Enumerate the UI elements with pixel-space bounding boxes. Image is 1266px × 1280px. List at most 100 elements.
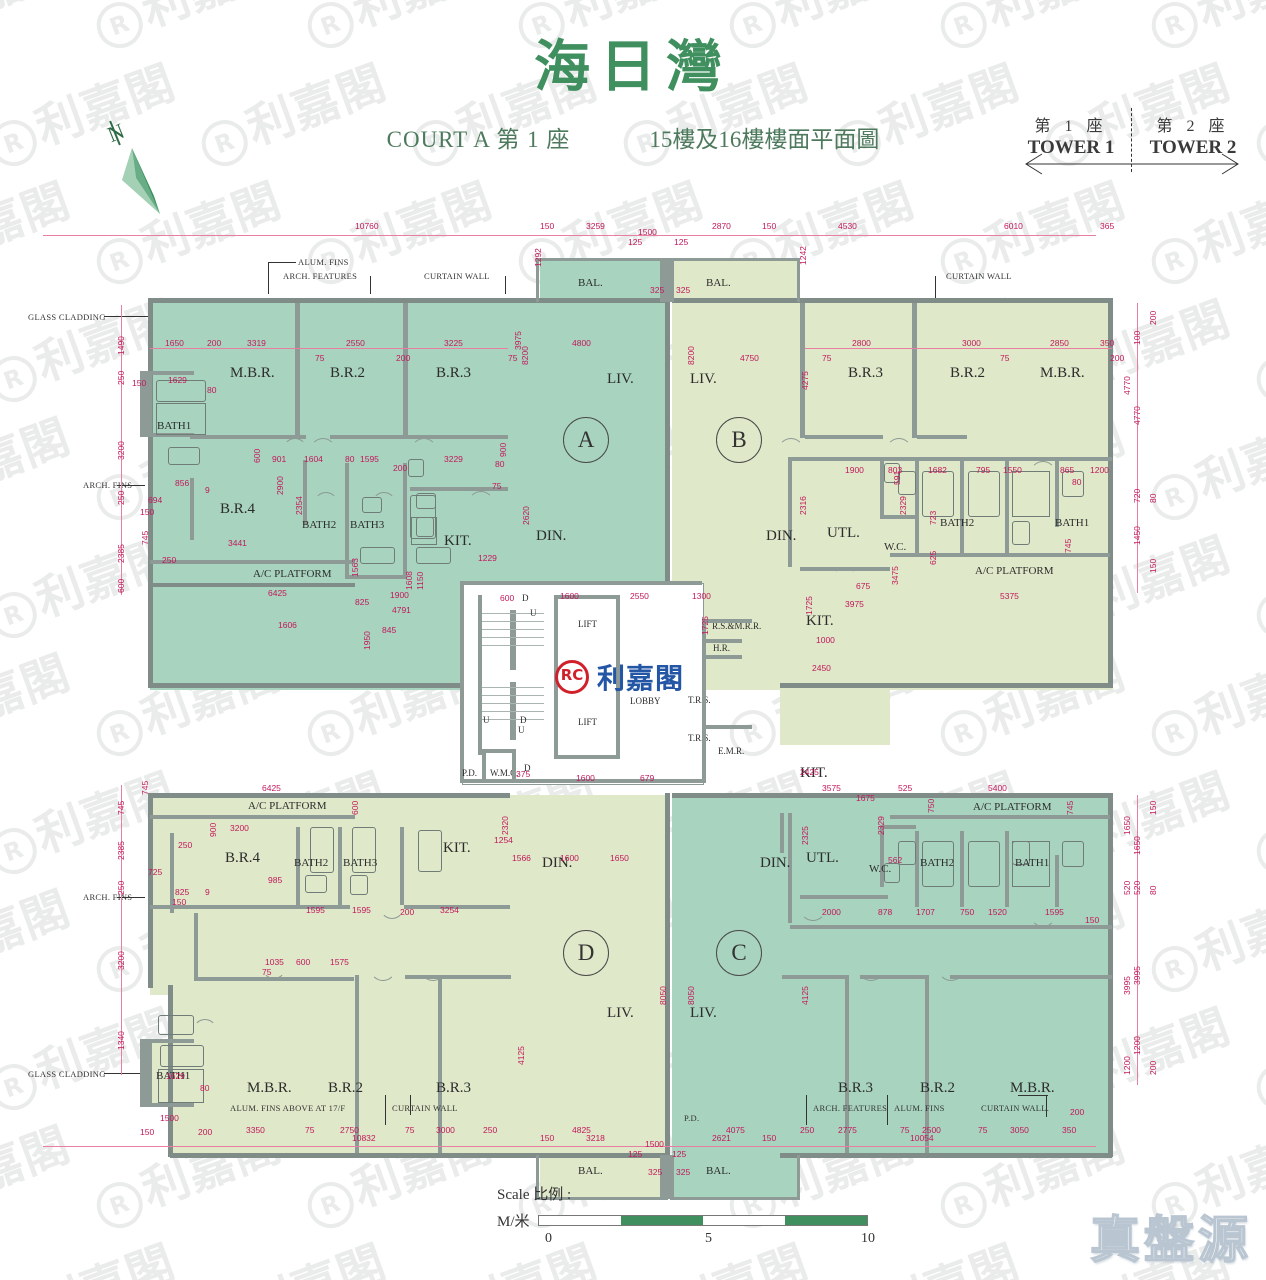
scale-unit-label: M/米 [497,1214,530,1230]
dim-d: 825 [175,887,190,897]
wall-partition [788,457,792,567]
wall-partition [925,975,929,1153]
dim-core: 1725 [700,616,710,635]
dim-left: 3200 [116,441,126,460]
scale-seg [702,1216,785,1225]
leader-line [268,262,296,263]
room-label-br3-d: B.R.3 [436,1080,472,1096]
tower-divider [1131,108,1132,172]
wall-partition [403,463,407,578]
dim-a: 75 [508,353,518,363]
dim-left2: 250 [116,880,126,895]
wall-partition [782,975,848,979]
corner-watermark: 真盤源 [1089,1210,1252,1270]
scale-seg [620,1216,703,1225]
wall-partition [915,457,919,557]
dim-c: 2000 [822,907,841,917]
dim-d: 80 [200,1083,210,1093]
dim-d: 150 [172,897,187,907]
tower-2-block: 第 2 座 TOWER 2 [1134,112,1252,159]
rsmrr-label: R.S.&M.R.R. [712,621,762,631]
dim-line [150,348,508,349]
dim-d: 75 [305,1125,315,1135]
dim-a: 200 [396,353,411,363]
dim-c: 4075 [726,1125,745,1135]
dim-line [805,348,1112,349]
room-label-bath2-c: BATH2 [920,857,955,869]
dim-c: 3575 [822,783,841,793]
tower-1-block: 第 1 座 TOWER 1 [1012,112,1130,159]
dim-a: 856 [175,478,190,488]
dim-c: 750 [960,907,975,917]
dim-d: 1500 [160,1113,179,1123]
dim-d: 9 [205,887,210,897]
note-glass-cladding-top: GLASS CLADDING [28,312,106,322]
room-label-wc-c: W.C. [869,863,892,875]
dim-c: 3050 [1010,1125,1029,1135]
dim-c: 750 [926,798,936,813]
wall-partition [190,435,306,439]
dim-core: 375 [516,769,531,779]
room-label-mbr-c: M.B.R. [1010,1080,1055,1096]
door-swing [380,895,404,919]
wall-partition [330,435,408,439]
door-swing [1030,901,1056,927]
wall-partition [880,457,884,517]
left-dimension-line-2 [121,785,122,1075]
dim-a: 1563 [350,558,360,577]
stair-tread [482,645,544,646]
wall-partition [400,827,404,905]
wall-partition [338,827,342,905]
dim-a: 1900 [390,590,409,600]
wall-partition [917,435,967,439]
dim-left: 600 [116,578,126,593]
dim-d: 745 [140,780,150,795]
door-swing [468,491,494,517]
dim-a: 1650 [165,338,184,348]
dim-a: 4800 [572,338,591,348]
wall-partition [788,813,792,923]
bathtub-fixture [922,471,954,517]
dim-c: 1707 [916,907,935,917]
dim-b: 3000 [962,338,981,348]
room-label-bath3-d: BATH3 [343,857,378,869]
dim-c: 3995 [1122,976,1132,995]
trs-label-upper: T.R.S. [688,695,711,705]
dim-right2: 200 [1148,1060,1158,1075]
room-label-bath1-a: BATH1 [157,420,192,432]
wall-partition [403,303,408,438]
wall-partition [150,905,350,909]
basin-fixture [884,463,900,483]
dim-left2: 3200 [116,951,126,970]
floor-label: 15樓及16樓樓面平面圖 [649,127,880,152]
room-label-kit-b: KIT. [806,613,834,629]
wall-core [462,581,702,585]
dim-a: 1608 [404,571,414,590]
dim-right: 150 [1148,558,1158,573]
dim-a: 2550 [346,338,365,348]
dim-d: 725 [148,867,163,877]
wall-partition [950,975,1112,979]
dim-a: 80 [207,385,217,395]
dim-bal: 325 [676,285,691,295]
room-label-br3-c: B.R.3 [838,1080,874,1096]
door-swing [938,955,964,981]
dim-left2: 1340 [116,1031,126,1050]
dim-d: 3000 [436,1125,455,1135]
wall-core-right [702,621,706,783]
dim-bottom: 10832 [352,1133,376,1143]
door-swing [372,492,396,516]
room-label-bath3-a: BATH3 [350,519,385,531]
dim-core: 1300 [692,591,711,601]
unit-a-floor-area-lower [150,495,350,690]
dim-core: 1600 [576,773,595,783]
dim-a: 2900 [275,476,285,495]
door-swing [310,438,336,464]
wall-balcony-a [536,258,539,302]
wall-partition [410,487,508,491]
note-arch-features-top: ARCH. FEATURES [283,271,358,281]
dim-c: 75 [978,1125,988,1135]
dim-b: 4275 [800,371,810,390]
dim-right2: 150 [1148,800,1158,815]
dim-bottom: 2621 [712,1133,731,1143]
